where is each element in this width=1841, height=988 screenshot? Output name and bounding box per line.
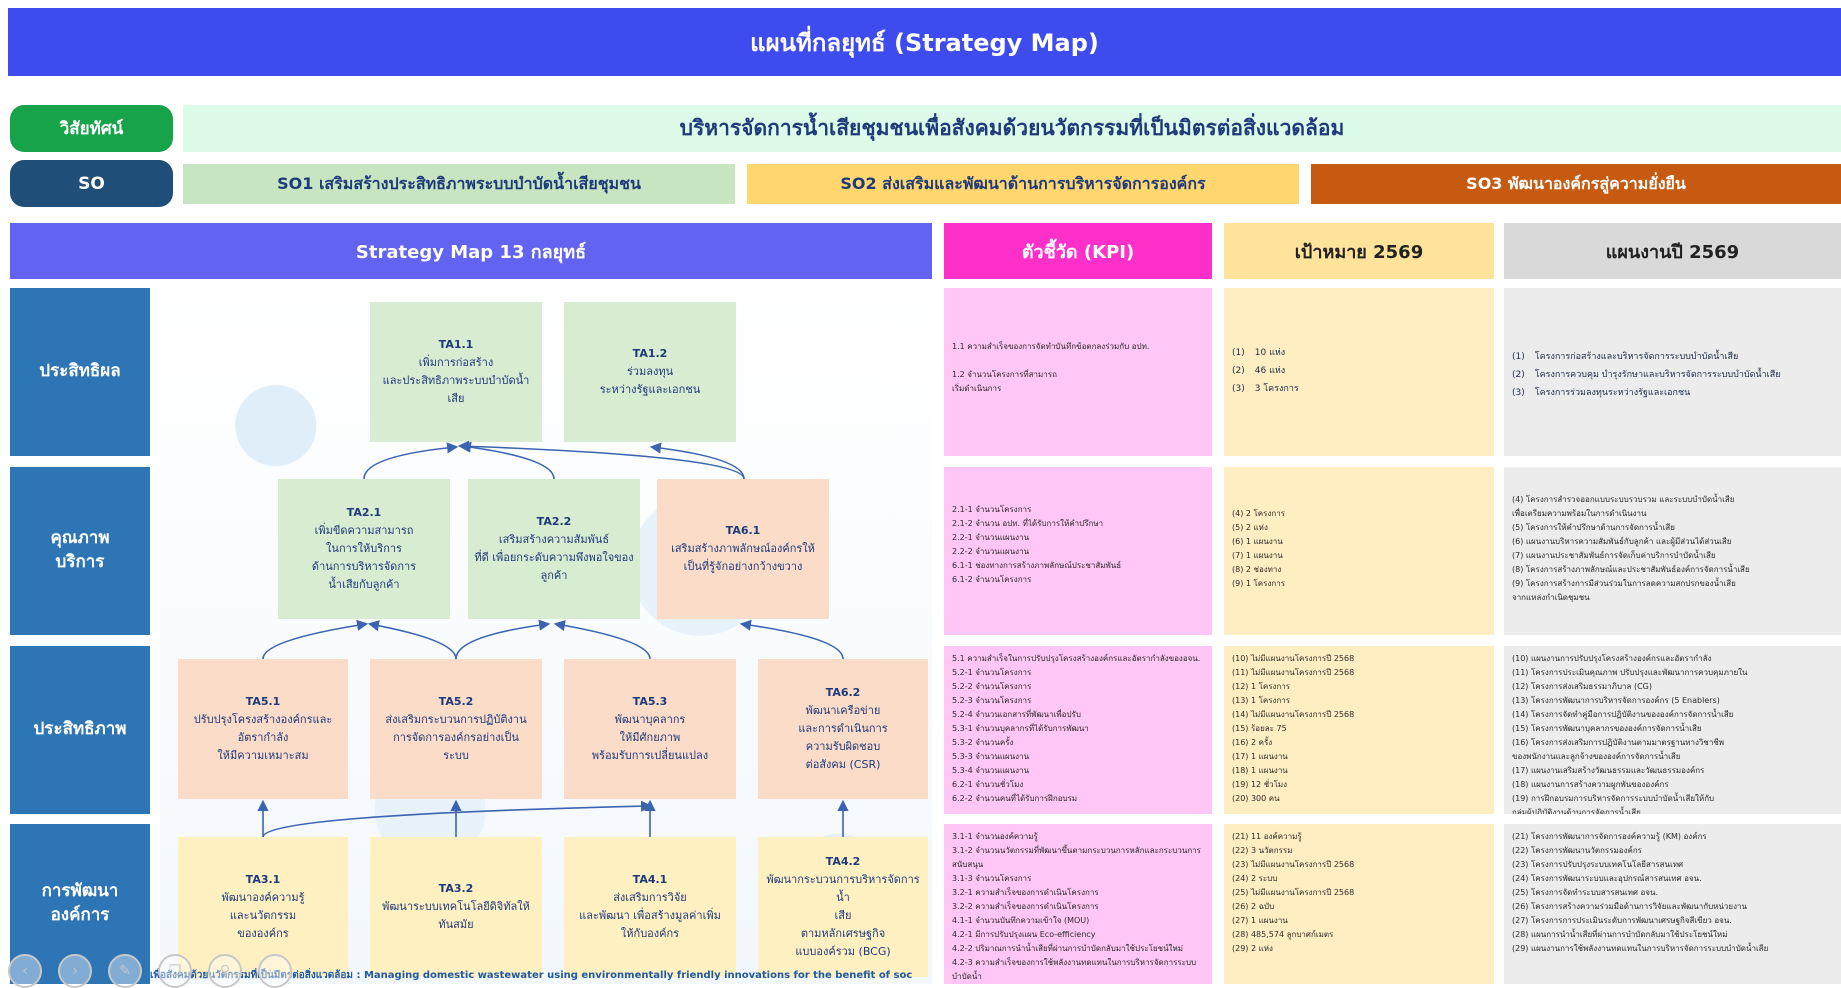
vision-label: วิสัยทัศน์ bbox=[10, 105, 173, 152]
strategy-code: TA4.1 bbox=[632, 872, 668, 886]
target-cell-effectiveness: (1)10 แห่ง (2)46 แห่ง (3)3 โครงการ bbox=[1224, 288, 1494, 456]
strategy-box-ta4-1: TA4.1 ส่งเสริมการวิจัย และพัฒนา เพื่อสร้า… bbox=[564, 837, 736, 977]
strategy-box-ta1-1: TA1.1 เพิ่มการก่อสร้าง และประสิทธิภาพระบบ… bbox=[370, 302, 542, 442]
strategy-code: TA3.2 bbox=[438, 881, 474, 895]
strategy-box-ta5-2: TA5.2 ส่งเสริมกระบวนการปฏิบัติงาน การจัดก… bbox=[370, 659, 542, 799]
kpi-cell-efficiency: 5.1 ความสำเร็จในการปรับปรุงโครงสร้างองค์… bbox=[944, 646, 1212, 814]
strategy-code: TA6.2 bbox=[825, 685, 861, 699]
strategy-code: TA1.2 bbox=[632, 346, 668, 360]
plan-cell-efficiency: (10) แผนงานการปรับปรุงโครงสร้างองค์กรและ… bbox=[1504, 646, 1841, 814]
strategy-code: TA2.2 bbox=[536, 514, 572, 528]
chevron-right-icon[interactable]: › bbox=[58, 954, 92, 988]
copy-icon[interactable]: ❐ bbox=[158, 954, 192, 988]
so1-box: SO1 เสริมสร้างประสิทธิภาพระบบบำบัดน้ำเสี… bbox=[183, 164, 735, 204]
target-item: (2)46 แห่ง bbox=[1232, 366, 1286, 376]
footer-caption: เพื่อสังคมด้วยนวัตกรรมที่เป็นมิตรต่อสิ่ง… bbox=[150, 970, 913, 981]
strategy-code: TA2.1 bbox=[346, 505, 382, 519]
strategy-text: ปรับปรุงโครงสร้างองค์กรและ อัตรากำลัง ให… bbox=[193, 712, 333, 763]
kpi-cell-org-development: 3.1-1 จำนวนองค์ความรู้ 3.1-2 จำนวนนวัตกร… bbox=[944, 824, 1212, 984]
plan-item: (2)โครงการควบคุม บำรุงรักษาและบริหารจัดก… bbox=[1512, 370, 1781, 380]
so2-box: SO2 ส่งเสริมและพัฒนาด้านการบริหารจัดการอ… bbox=[747, 164, 1299, 204]
vision-statement: บริหารจัดการน้ำเสียชุมชนเพื่อสังคมด้วยนว… bbox=[183, 105, 1841, 152]
strategy-map-header: Strategy Map 13 กลยุทธ์ bbox=[10, 223, 932, 279]
strategy-code: TA6.1 bbox=[725, 523, 761, 537]
more-icon[interactable]: ⋯ bbox=[258, 954, 292, 988]
chevron-left-icon[interactable]: ‹ bbox=[8, 954, 42, 988]
strategy-code: TA5.1 bbox=[245, 694, 281, 708]
plan-cell-org-development: (21) โครงการพัฒนาการจัดการองค์ความรู้ (K… bbox=[1504, 824, 1841, 984]
strategy-box-ta6-2: TA6.2 พัฒนาเครือข่าย และการดำเนินการ ความ… bbox=[758, 659, 928, 799]
strategy-text: พัฒนาองค์ความรู้ และนวัตกรรม ขององค์กร bbox=[221, 890, 305, 941]
target-cell-efficiency: (10) ไม่มีแผนงานโครงการปี 2568 (11) ไม่ม… bbox=[1224, 646, 1494, 814]
strategy-text: ส่งเสริมกระบวนการปฏิบัติงาน การจัดการองค… bbox=[385, 712, 527, 763]
strategy-code: TA3.1 bbox=[245, 872, 281, 886]
strategy-code: TA5.3 bbox=[632, 694, 668, 708]
so-label: SO bbox=[10, 160, 173, 207]
strategy-text: พัฒนากระบวนการบริหารจัดการน้ำ เสีย ตามหล… bbox=[766, 872, 920, 959]
plan-cell-effectiveness: (1)โครงการก่อสร้างและบริหารจัดการระบบบำบ… bbox=[1504, 288, 1841, 456]
kpi-cell-effectiveness: 1.1 ความสำเร็จของการจัดทำบันทึกข้อตกลงร่… bbox=[944, 288, 1212, 456]
plan-item: (3)โครงการร่วมลงทุนระหว่างรัฐและเอกชน bbox=[1512, 388, 1691, 398]
zoom-icon[interactable]: ⚲ bbox=[208, 954, 242, 988]
target-item: (1)10 แห่ง bbox=[1232, 348, 1286, 358]
strategy-text: ร่วมลงทุน ระหว่างรัฐและเอกชน bbox=[599, 364, 701, 397]
plan-cell-service-quality: (4) โครงการสำรวจออกแบบระบบรวบรวม และระบบ… bbox=[1504, 467, 1841, 635]
kpi-cell-service-quality: 2.1-1 จำนวนโครงการ 2.1-2 จำนวน อปท. ที่ไ… bbox=[944, 467, 1212, 635]
strategy-code: TA4.2 bbox=[825, 854, 861, 868]
target-header: เป้าหมาย 2569 bbox=[1224, 223, 1494, 279]
strategy-text: เพิ่มขีดความสามารถ ในการให้บริการ ด้านกา… bbox=[311, 523, 417, 592]
strategy-text: เสริมสร้างความสัมพันธ์ ที่ดี เพื่อยกระดั… bbox=[474, 532, 634, 583]
strategy-text: ส่งเสริมการวิจัย และพัฒนา เพื่อสร้างมูลค… bbox=[579, 890, 721, 941]
plan-item: (1)โครงการก่อสร้างและบริหารจัดการระบบบำบ… bbox=[1512, 352, 1739, 362]
strategy-text: เสริมสร้างภาพลักษณ์องค์กรให้ เป็นที่รู้จ… bbox=[671, 541, 815, 574]
page-title: แผนที่กลยุทธ์ (Strategy Map) bbox=[8, 8, 1841, 76]
target-item: (3)3 โครงการ bbox=[1232, 384, 1299, 394]
pen-icon[interactable]: ✎ bbox=[108, 954, 142, 988]
strategy-text: เพิ่มการก่อสร้าง และประสิทธิภาพระบบบำบัด… bbox=[382, 355, 530, 406]
strategy-text: พัฒนาเครือข่าย และการดำเนินการ ความรับผิ… bbox=[798, 703, 888, 772]
strategy-box-ta1-2: TA1.2 ร่วมลงทุน ระหว่างรัฐและเอกชน bbox=[564, 302, 736, 442]
strategy-text: พัฒนาระบบเทคโนโลยีดิจิทัลให้ ทันสมัย bbox=[382, 899, 530, 932]
strategy-box-ta2-1: TA2.1 เพิ่มขีดความสามารถ ในการให้บริการ ด… bbox=[278, 479, 450, 619]
strategy-box-ta6-1: TA6.1 เสริมสร้างภาพลักษณ์องค์กรให้ เป็นที… bbox=[657, 479, 829, 619]
strategy-box-ta5-3: TA5.3 พัฒนาบุคลากร ให้มีศักยภาพ พร้อมรับก… bbox=[564, 659, 736, 799]
row-label-effectiveness: ประสิทธิผล bbox=[10, 288, 150, 456]
kpi-header: ตัวชี้วัด (KPI) bbox=[944, 223, 1212, 279]
plan-header: แผนงานปี 2569 bbox=[1504, 223, 1841, 279]
strategy-code: TA5.2 bbox=[438, 694, 474, 708]
strategy-box-ta2-2: TA2.2 เสริมสร้างความสัมพันธ์ ที่ดี เพื่อย… bbox=[468, 479, 640, 619]
target-cell-service-quality: (4) 2 โครงการ (5) 2 แห่ง (6) 1 แผนงาน (7… bbox=[1224, 467, 1494, 635]
row-label-service-quality: คุณภาพ บริการ bbox=[10, 467, 150, 635]
strategy-box-ta5-1: TA5.1 ปรับปรุงโครงสร้างองค์กรและ อัตรากำล… bbox=[178, 659, 348, 799]
so3-box: SO3 พัฒนาองค์กรสู่ความยั่งยืน bbox=[1311, 164, 1841, 204]
strategy-box-ta3-2: TA3.2 พัฒนาระบบเทคโนโลยีดิจิทัลให้ ทันสมั… bbox=[370, 837, 542, 977]
strategy-text: พัฒนาบุคลากร ให้มีศักยภาพ พร้อมรับการเปล… bbox=[591, 712, 709, 763]
strategy-code: TA1.1 bbox=[438, 337, 474, 351]
target-cell-org-development: (21) 11 องค์ความรู้ (22) 3 นวัตกรรม (23)… bbox=[1224, 824, 1494, 984]
row-label-efficiency: ประสิทธิภาพ bbox=[10, 646, 150, 814]
strategy-box-ta3-1: TA3.1 พัฒนาองค์ความรู้ และนวัตกรรม ขององค… bbox=[178, 837, 348, 977]
strategy-box-ta4-2: TA4.2 พัฒนากระบวนการบริหารจัดการน้ำ เสีย … bbox=[758, 837, 928, 977]
